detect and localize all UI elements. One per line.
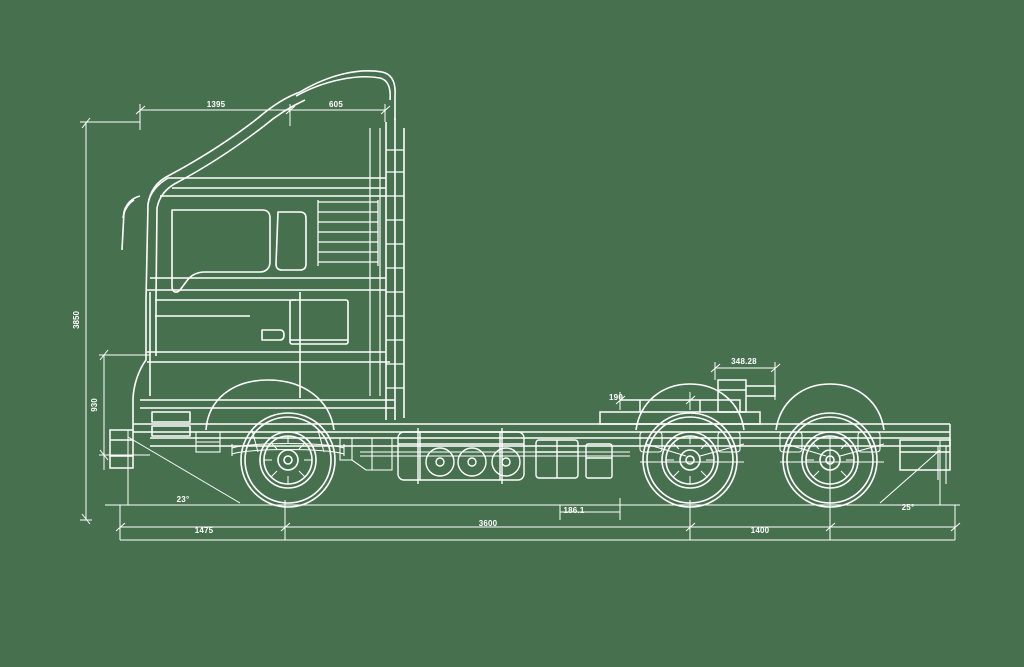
dim-front-overhang: 1475 (195, 526, 214, 535)
wheels (240, 383, 885, 508)
dim-cab-front-upper: 1395 (207, 100, 226, 109)
dim-frame-height: 930 (90, 398, 99, 412)
dim-rear-lower-offset: 186.1 (563, 506, 584, 515)
rear-wheel-2 (775, 383, 885, 508)
dimension-lines (80, 104, 961, 541)
suspension-detail (195, 429, 947, 484)
front-wheel (240, 412, 336, 508)
dim-approach-angle: 23° (177, 495, 190, 504)
truck-body-outline (121, 70, 405, 437)
dim-wheelbase: 3600 (479, 519, 498, 528)
dim-exhaust-height: 348.28 (731, 357, 757, 366)
dim-rear-axle-spread: 1400 (751, 526, 770, 535)
dim-rear-detail-width: 190 (609, 393, 623, 402)
dim-departure-angle: 25° (902, 503, 915, 512)
dim-overall-height: 3850 (72, 311, 81, 329)
dimension-labels: 1395 605 3850 930 1475 3600 1400 190 348… (72, 100, 914, 535)
dim-cab-rear-upper: 605 (329, 100, 343, 109)
rear-wheel-1 (635, 383, 745, 508)
